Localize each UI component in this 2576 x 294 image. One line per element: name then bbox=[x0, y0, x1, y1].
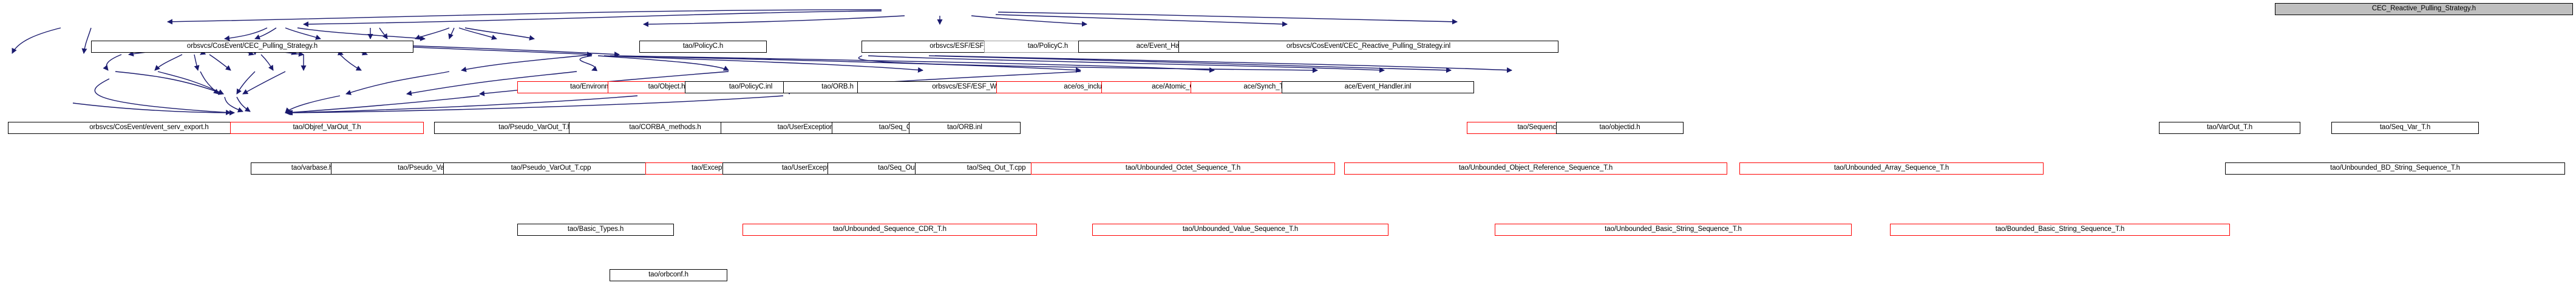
graph-node-label: orbsvcs/CosEvent/event_serv_export.h bbox=[89, 124, 209, 132]
graph-node-label: tao/Unbounded_Value_Sequence_T.h bbox=[1182, 226, 1299, 233]
graph-node-n2[interactable]: tao/PolicyC.h bbox=[639, 41, 767, 53]
graph-node-n35[interactable]: tao/Unbounded_Object_Reference_Sequence_… bbox=[1344, 162, 1727, 175]
graph-node-n17[interactable]: tao/Objref_VarOut_T.h bbox=[230, 122, 424, 134]
graph-node-label: tao/Pseudo_VarOut_T.cpp bbox=[511, 164, 591, 172]
graph-node-n0[interactable]: CEC_Reactive_Pulling_Strategy.h bbox=[2275, 3, 2573, 15]
edge-group bbox=[12, 9, 1512, 116]
graph-node-label: tao/orbconf.h bbox=[648, 271, 688, 279]
graph-node-n45[interactable]: tao/Unbounded_Sequence_CDR_T.h bbox=[743, 224, 1037, 236]
graph-node-label: tao/varbase.h bbox=[291, 164, 333, 172]
graph-node-n48[interactable]: tao/Bounded_Basic_String_Sequence_T.h bbox=[1890, 224, 2230, 236]
graph-node-label: tao/Unbounded_Octet_Sequence_T.h bbox=[1125, 164, 1241, 172]
graph-node-n44[interactable]: tao/Basic_Types.h bbox=[517, 224, 674, 236]
graph-node-label: tao/Basic_Types.h bbox=[567, 226, 624, 233]
graph-node-n49[interactable]: tao/orbconf.h bbox=[610, 269, 727, 281]
graph-node-n46[interactable]: tao/Unbounded_Value_Sequence_T.h bbox=[1092, 224, 1388, 236]
graph-node-label: CEC_Reactive_Pulling_Strategy.h bbox=[2371, 5, 2476, 13]
graph-node-label: tao/PolicyC.h bbox=[682, 42, 724, 50]
graph-node-n22[interactable]: tao/ORB.inl bbox=[909, 122, 1021, 134]
graph-node-n1[interactable]: orbsvcs/CosEvent/CEC_Pulling_Strategy.h bbox=[91, 41, 413, 53]
graph-node-label: tao/Seq_Out_T.cpp bbox=[967, 164, 1026, 172]
graph-node-label: tao/Objref_VarOut_T.h bbox=[293, 124, 361, 132]
graph-node-n24[interactable]: tao/objectid.h bbox=[1556, 122, 1684, 134]
graph-node-label: orbsvcs/CosEvent/CEC_Pulling_Strategy.h bbox=[186, 42, 318, 50]
graph-node-n29[interactable]: tao/Pseudo_VarOut_T.cpp bbox=[443, 162, 659, 175]
graph-node-label: tao/Unbounded_Object_Reference_Sequence_… bbox=[1458, 164, 1613, 172]
graph-node-label: tao/ORB.h bbox=[821, 83, 854, 91]
graph-node-label: orbsvcs/CosEvent/CEC_Reactive_Pulling_St… bbox=[1286, 42, 1451, 50]
graph-node-label: tao/Unbounded_Basic_String_Sequence_T.h bbox=[1605, 226, 1742, 233]
graph-node-label: tao/objectid.h bbox=[1599, 124, 1640, 132]
graph-node-n47[interactable]: tao/Unbounded_Basic_String_Sequence_T.h bbox=[1495, 224, 1852, 236]
graph-node-label: tao/Object.h bbox=[648, 83, 685, 91]
graph-node-label: tao/Seq_Var_T.h bbox=[2379, 124, 2431, 132]
graph-node-label: tao/VarOut_T.h bbox=[2206, 124, 2253, 132]
graph-node-n6[interactable]: orbsvcs/CosEvent/CEC_Reactive_Pulling_St… bbox=[1178, 41, 1558, 53]
graph-node-n34[interactable]: tao/Unbounded_Octet_Sequence_T.h bbox=[1031, 162, 1335, 175]
graph-node-n26[interactable]: tao/Seq_Var_T.h bbox=[2331, 122, 2479, 134]
graph-node-n36[interactable]: tao/Unbounded_Array_Sequence_T.h bbox=[1739, 162, 2044, 175]
graph-node-label: tao/ORB.inl bbox=[947, 124, 982, 132]
graph-node-n37[interactable]: tao/Unbounded_BD_String_Sequence_T.h bbox=[2225, 162, 2565, 175]
graph-node-label: ace/Event_Handler.inl bbox=[1344, 83, 1412, 91]
graph-node-label: tao/PolicyC.inl bbox=[729, 83, 773, 91]
graph-node-label: tao/CORBA_methods.h bbox=[629, 124, 701, 132]
graph-node-label: tao/Bounded_Basic_String_Sequence_T.h bbox=[1995, 226, 2125, 233]
graph-node-label: tao/PolicyC.h bbox=[1027, 42, 1069, 50]
graph-node-n16[interactable]: ace/Event_Handler.inl bbox=[1282, 81, 1474, 93]
graph-node-label: tao/Pseudo_VarOut_T.h bbox=[498, 124, 571, 132]
graph-node-label: tao/Unbounded_BD_String_Sequence_T.h bbox=[2330, 164, 2460, 172]
graph-node-label: tao/Unbounded_Sequence_CDR_T.h bbox=[833, 226, 946, 233]
graph-node-label: tao/Unbounded_Array_Sequence_T.h bbox=[1833, 164, 1949, 172]
graph-node-label: tao/UserException.h bbox=[777, 124, 840, 132]
graph-node-n25[interactable]: tao/VarOut_T.h bbox=[2159, 122, 2300, 134]
